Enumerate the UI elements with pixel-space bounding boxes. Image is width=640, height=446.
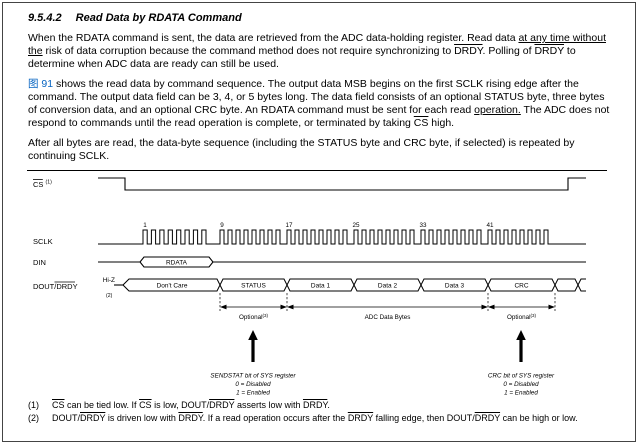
drdy-signal-name: DRDY (454, 45, 483, 57)
dout-field-label: Don't Care (157, 283, 188, 290)
drdy-signal-name: DRDY (302, 400, 328, 410)
sendstat-annotation-line: 0 = Disabled (235, 381, 271, 388)
optional-right-label: Optional(3) (507, 313, 536, 321)
paragraph-2: 图 91 shows the read data by command sequ… (28, 78, 615, 130)
paragraph-3: After all bytes are read, the data-byte … (28, 137, 575, 162)
text: . (327, 400, 330, 410)
footnote-2: (2) DOUT/DRDY is driven low with DRDY. I… (28, 413, 615, 424)
underlined-text: operation. (474, 104, 521, 116)
text: is low, DOUT/ (151, 400, 210, 410)
clock-number: 25 (352, 222, 360, 229)
hiz-label: Hi-Z (103, 277, 115, 284)
dout-prefix: DOUT/ (33, 282, 57, 291)
optional-sup: (3) (530, 313, 536, 318)
dout-bus-line-a (122, 278, 586, 292)
crc-annotation-line: CRC bit of SYS register (488, 373, 555, 380)
optional-sup: (3) (262, 313, 268, 318)
dout-footnote-marker: (2) (106, 293, 113, 299)
cs-waveform (98, 177, 586, 191)
datasheet-page: 9.5.4.2 Read Data by RDATA Command When t… (2, 2, 636, 442)
text: can be tied low. If (64, 400, 140, 410)
text: risk of data corruption because the comm… (42, 45, 455, 57)
sclk-signal-label: SCLK (33, 237, 53, 246)
text: is driven low with (105, 413, 179, 423)
clock-number: 9 (220, 222, 224, 229)
dout-bus-line-b (122, 278, 586, 292)
drdy-signal-name: DRDY (347, 413, 374, 423)
footnote-1: (1) CS can be tied low. If CS is low, DO… (28, 400, 615, 411)
arrowhead-icon (548, 304, 555, 310)
cs-signal-name: CS (413, 117, 429, 129)
dout-drdy: DRDY (56, 282, 77, 291)
text: asserts low with (234, 400, 303, 410)
text: high. (428, 117, 455, 129)
up-arrow-icon (248, 330, 258, 362)
text: DOUT/ (52, 413, 80, 423)
din-signal-label: DIN (33, 258, 46, 267)
arrowhead-icon (220, 304, 227, 310)
timing-diagram: CS (1) SCLK 1 9 17 25 33 41 DIN RDATA DO… (33, 177, 586, 397)
crc-annotation-line: 1 = Enabled (504, 390, 538, 397)
figure-footnotes: (1) CS can be tied low. If CS is low, DO… (28, 400, 615, 424)
text: to determine when ADC data are ready can… (28, 45, 576, 70)
footnote-number: (2) (28, 413, 39, 423)
footnote-text: DOUT/DRDY is driven low with DRDY. If a … (52, 413, 615, 424)
optional-text: Optional (507, 314, 530, 321)
text: shows the read data by command sequence.… (28, 78, 605, 116)
footnote-number: (1) (28, 400, 39, 410)
drdy-signal-name: DRDY (209, 400, 235, 410)
cs-signal-label: CS (33, 180, 43, 189)
section-number: 9.5.4.2 (28, 12, 62, 24)
clock-number: 1 (143, 222, 147, 229)
sendstat-annotation-line: 1 = Enabled (236, 390, 270, 397)
arrowhead-icon (481, 304, 488, 310)
up-arrow-icon (516, 330, 526, 362)
text: can be high or low. (500, 413, 578, 423)
adc-data-bytes-label: ADC Data Bytes (365, 314, 411, 321)
sclk-waveform (98, 229, 586, 245)
figure-top-rule (27, 170, 607, 171)
crc-annotation-line: 0 = Disabled (503, 381, 539, 388)
text: falling edge, then DOUT/ (373, 413, 475, 423)
drdy-signal-name: DRDY (80, 413, 106, 423)
section-title: Read Data by RDATA Command (75, 12, 242, 24)
drdy-signal-name: DRDY (474, 413, 501, 423)
arrowhead-icon (280, 304, 287, 310)
arrowhead-icon (488, 304, 495, 310)
text: When the RDATA command is sent, the data… (28, 32, 519, 44)
clock-number: 41 (486, 222, 494, 229)
dout-field-label: STATUS (241, 283, 266, 290)
footnote-text: CS can be tied low. If CS is low, DOUT/D… (52, 400, 615, 411)
dout-field-label: Data 3 (445, 283, 465, 290)
text: . If a read operation occurs after the (202, 413, 348, 423)
section-heading: 9.5.4.2 Read Data by RDATA Command (28, 12, 615, 24)
underlined-text: at any time without the (28, 32, 606, 57)
sendstat-annotation-line: SENDSTAT bit of SYS register (210, 373, 296, 380)
clock-number: 17 (285, 222, 293, 229)
dout-field-label: CRC (514, 283, 528, 290)
clock-number: 33 (419, 222, 427, 229)
dout-field-label: Data 1 (311, 283, 331, 290)
figure-link[interactable]: 图 91 (28, 78, 54, 90)
cs-signal-name: CS (52, 400, 65, 410)
arrowhead-icon (287, 304, 294, 310)
dout-signal-label: DOUT/DRDY (33, 282, 78, 291)
optional-text: Optional (239, 314, 262, 321)
text: . Polling of (482, 45, 535, 57)
cs-signal-name: CS (139, 400, 152, 410)
drdy-signal-name: DRDY (534, 45, 565, 57)
drdy-signal-name: DRDY (178, 413, 203, 423)
text: The ADC does not respond to commands unt… (28, 104, 610, 129)
paragraph-1: When the RDATA command is sent, the data… (28, 32, 615, 71)
dout-field-label: Data 2 (378, 283, 398, 290)
optional-left-label: Optional(3) (239, 313, 268, 321)
din-field-label: RDATA (166, 260, 188, 267)
cs-footnote-marker: (1) (46, 180, 53, 186)
